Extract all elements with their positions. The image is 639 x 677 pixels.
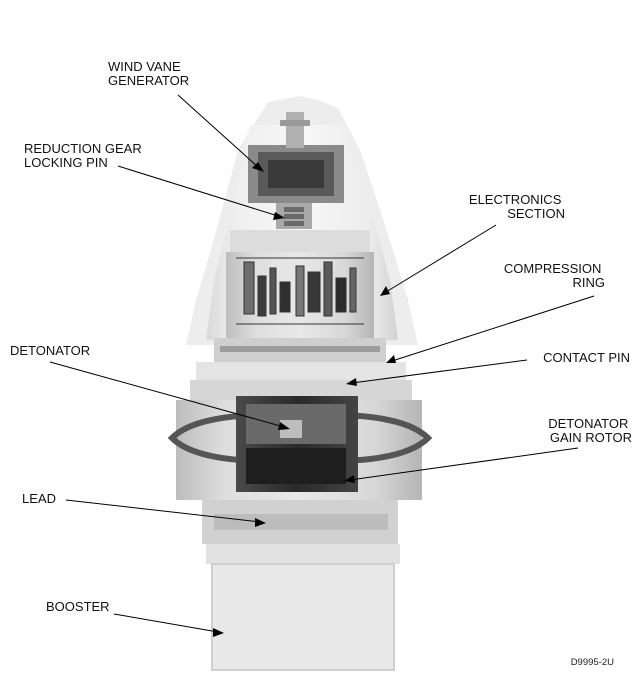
label-detonator-gain-rotor: DETONATOR GAIN ROTOR [548, 416, 632, 445]
booster-shape [211, 563, 395, 671]
leader-detonator-gain-rotor [349, 447, 579, 481]
label-contact-pin: CONTACT PIN [543, 350, 630, 365]
arrowhead [252, 162, 264, 172]
arrowhead [386, 355, 396, 363]
gear-tooth [284, 207, 304, 212]
figure-id: D9995-2U [571, 657, 614, 668]
electronics-base-line [220, 346, 380, 352]
lead-shape [214, 514, 388, 530]
arrowhead [344, 475, 355, 483]
arrowhead [278, 422, 290, 430]
gear-tooth [284, 214, 304, 219]
generator-shaft [286, 112, 304, 148]
compression-ring-shape [196, 362, 406, 380]
label-wind-vane-generator: WIND VANE GENERATOR [108, 59, 189, 88]
callout-labels: WIND VANE GENERATOR REDUCTION GEAR LOCKI… [10, 59, 632, 668]
arrowhead [255, 518, 266, 527]
leader-compression-ring [391, 295, 595, 362]
leader-reduction-gear-locking-pin [117, 165, 279, 217]
leader-detonator [49, 361, 285, 428]
label-reduction-gear-locking-pin: REDUCTION GEAR LOCKING PIN [24, 141, 145, 170]
leader-lead [65, 499, 261, 523]
leader-electronics-section [385, 224, 497, 293]
arrowhead [273, 212, 285, 220]
leader-wind-vane-generator [177, 94, 259, 168]
electronics-components [236, 257, 364, 325]
label-detonator: DETONATOR [10, 343, 90, 358]
arrowhead [380, 286, 390, 296]
label-lead: LEAD [22, 491, 56, 506]
arrowhead [346, 378, 357, 386]
label-compression-ring: COMPRESSION RING [504, 261, 605, 290]
wire-loop [167, 413, 433, 463]
leader-lines [49, 94, 595, 637]
booster-collar [206, 544, 400, 564]
generator-shaft-collar [280, 120, 310, 126]
rotor-lower [246, 448, 346, 484]
gear-tooth [284, 221, 304, 226]
detonator-shape [280, 420, 302, 438]
label-electronics-section: ELECTRONICS SECTION [469, 192, 565, 221]
leader-booster [113, 613, 219, 633]
leader-contact-pin [351, 359, 528, 384]
fuze-xray-image [167, 96, 433, 671]
arrowhead [213, 628, 224, 637]
electronics-top-plate [230, 230, 370, 252]
generator-coil [268, 160, 324, 188]
label-booster: BOOSTER [46, 599, 110, 614]
